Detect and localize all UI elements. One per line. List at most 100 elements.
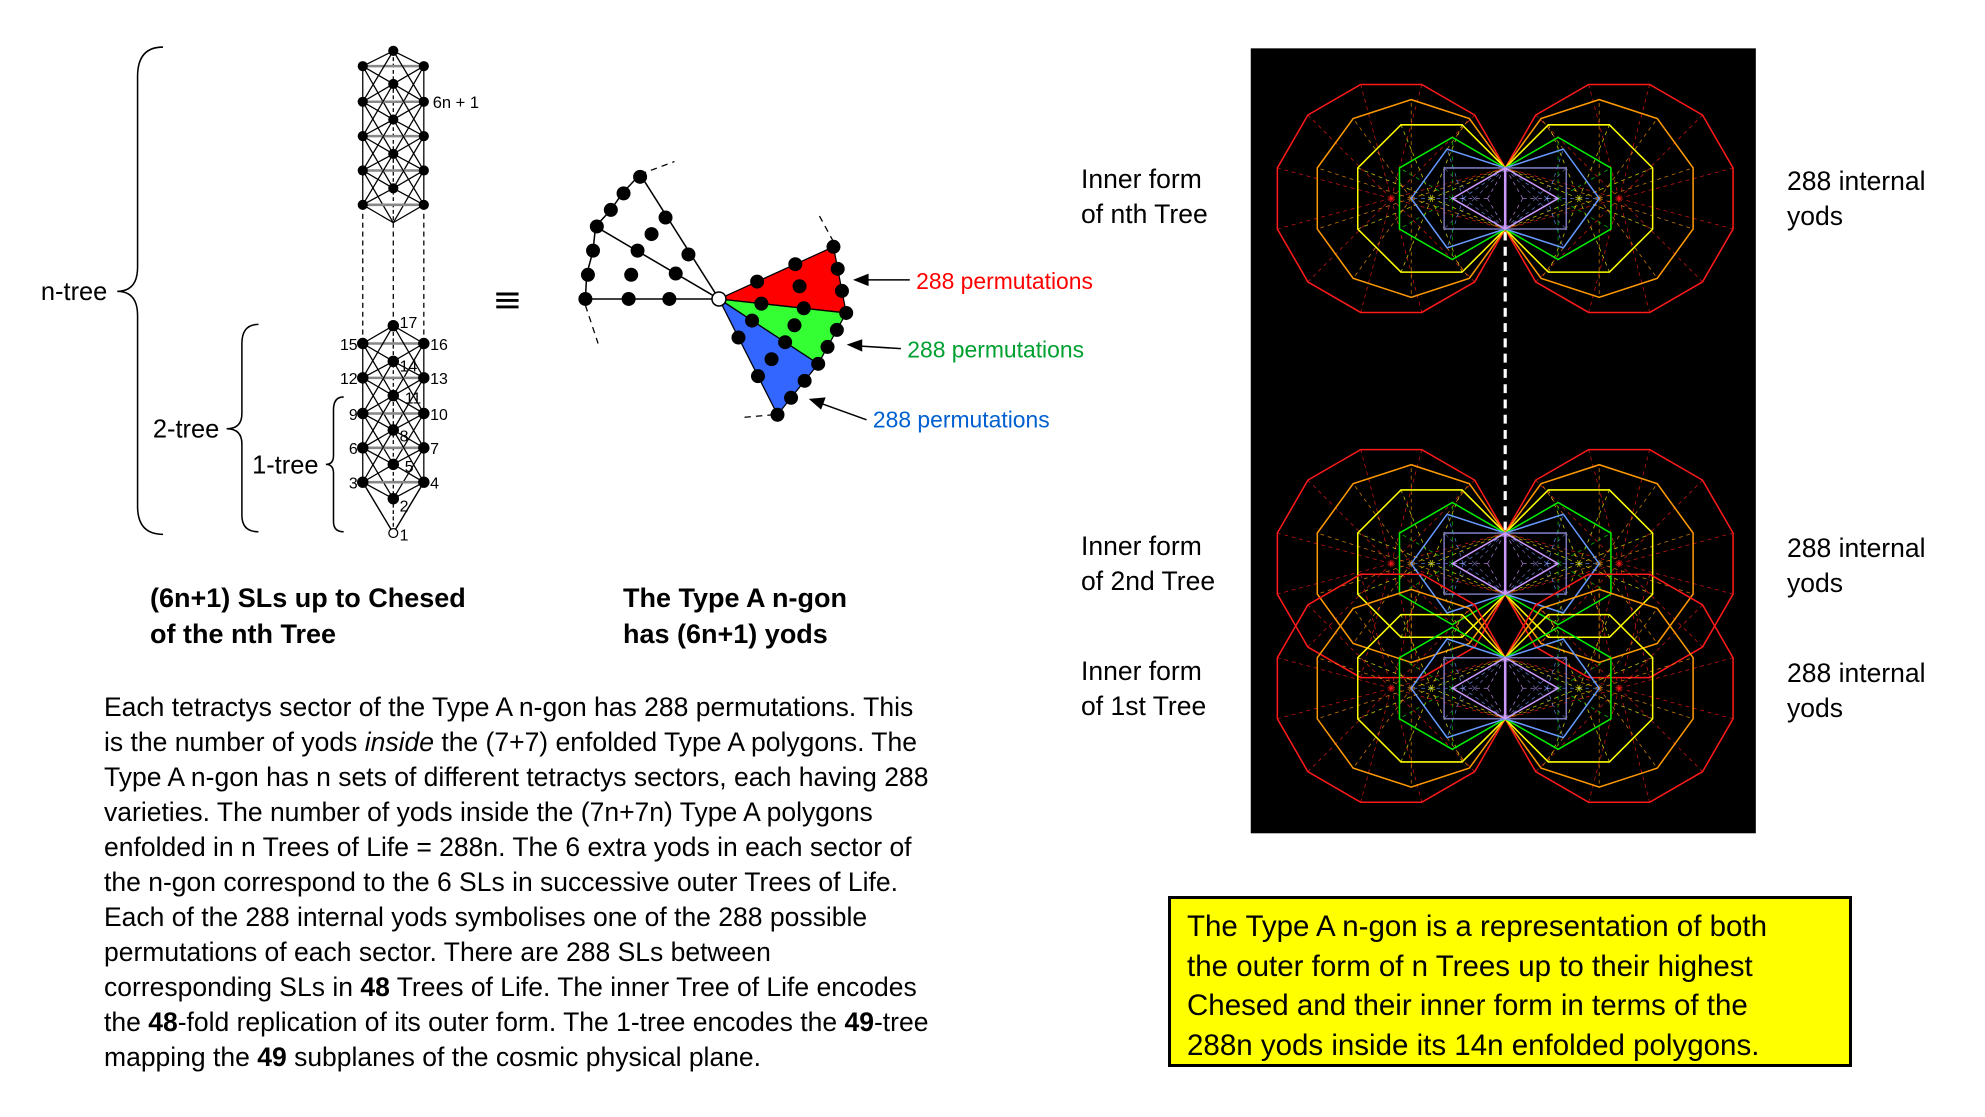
yod — [624, 267, 639, 282]
paragraph-text: 49 — [844, 1007, 874, 1037]
note-line: The Type A n-gon is a representation of … — [1187, 910, 1768, 943]
sector-edge — [639, 173, 720, 300]
polygon-spoke — [1317, 198, 1412, 230]
tree-edge — [362, 50, 394, 103]
sephirah-node — [357, 96, 368, 107]
polygon-spoke — [1400, 124, 1432, 199]
polygon-spoke — [1578, 198, 1653, 230]
summary-note-box: The Type A n-gon is a representation of … — [1168, 896, 1852, 1067]
yod — [770, 407, 785, 422]
node-number: 17 — [400, 315, 418, 332]
paragraph-text: subplanes of the cosmic physical plane. — [286, 1042, 762, 1072]
tree-edge — [392, 153, 425, 172]
polygon-spoke — [1505, 198, 1580, 230]
polygon-spoke — [1578, 657, 1653, 689]
polygon-spoke — [1400, 489, 1432, 564]
tree-of-life-nodes — [357, 45, 430, 539]
polygon-spoke — [1431, 563, 1506, 595]
polygon-spoke — [1352, 483, 1412, 564]
tree-caption-line: (6n+1) SLs up to Chesed — [150, 583, 466, 613]
yod — [644, 227, 659, 242]
polygon-10-gon — [1316, 588, 1506, 788]
label-line: of 1st Tree — [1081, 691, 1207, 721]
tree-edge — [392, 204, 425, 224]
polygon-spoke — [1431, 167, 1506, 199]
label-line: of 2nd Tree — [1081, 566, 1216, 596]
polygon-spoke — [1357, 563, 1432, 595]
tree-edge — [393, 50, 425, 67]
ngon-caption-line: The Type A n-gon — [623, 583, 847, 613]
polygon-12-gon — [1276, 573, 1506, 804]
paragraph-text: the — [104, 1007, 149, 1037]
tree-edge — [362, 153, 394, 206]
polygon-spoke — [1487, 688, 1506, 719]
tree-edge — [392, 481, 425, 500]
paragraph-line: Type A n-gon has n sets of different tet… — [104, 760, 928, 795]
yod — [580, 267, 595, 282]
polygon-spoke — [1400, 563, 1432, 638]
polygon-spoke — [1546, 563, 1564, 614]
yod — [787, 318, 802, 333]
yod — [830, 261, 845, 276]
polygon-spoke — [1548, 198, 1580, 273]
tree-edge — [362, 50, 394, 67]
label-line: yods — [1787, 568, 1843, 598]
polygon-8-gon — [1356, 124, 1506, 273]
polygon-spoke — [1352, 198, 1412, 279]
tree-edge — [392, 360, 425, 379]
polygon-spoke — [1504, 563, 1548, 595]
yod — [788, 257, 803, 272]
2-tree-brace — [226, 323, 259, 533]
1-tree-label: 1-tree — [252, 451, 318, 479]
polygon-spoke — [1487, 532, 1506, 564]
polygon-spoke — [1446, 638, 1464, 689]
polygon-spoke — [1317, 687, 1412, 720]
polygon-spoke — [1546, 148, 1564, 199]
polygon-spoke — [1504, 532, 1524, 564]
polygon-spoke — [1352, 688, 1412, 769]
inner-form-nth-label: Inner form of nth Tree — [1081, 162, 1208, 232]
label-line: yods — [1787, 693, 1843, 723]
yod — [603, 202, 618, 217]
yod — [797, 373, 812, 388]
paragraph-line: Each tetractys sector of the Type A n-go… — [104, 690, 928, 725]
yod — [839, 305, 854, 320]
paragraph-line: the 48-fold replication of its outer for… — [104, 1005, 928, 1040]
sephirah-node — [418, 96, 429, 107]
tree-edge — [362, 65, 394, 85]
sector-edge — [595, 225, 720, 300]
yod — [630, 243, 645, 258]
tree-edge — [392, 395, 425, 415]
sephirah-node-11 — [387, 389, 400, 402]
tree-edge — [392, 83, 425, 137]
center-yod — [711, 291, 727, 307]
sephirah-node-7 — [418, 442, 430, 454]
sephirah-node-16 — [418, 337, 430, 350]
polygon-spoke — [1599, 167, 1694, 199]
polygon-spoke — [1357, 167, 1432, 199]
polygon-8-gon — [1504, 613, 1654, 763]
sephirah-node — [418, 199, 429, 210]
polygon-spoke — [1504, 687, 1548, 720]
polygon-spoke — [1446, 198, 1464, 248]
tree-edge — [362, 204, 394, 224]
polygon-spoke — [1487, 657, 1506, 689]
yod — [784, 390, 799, 405]
sephirah-node — [357, 199, 368, 210]
yod — [834, 283, 849, 298]
polygon-spoke — [1431, 489, 1463, 564]
polygon-10-gon — [1504, 588, 1694, 788]
tree-edge — [362, 463, 394, 483]
polygon-spoke — [1578, 563, 1610, 638]
node-number: 14 — [400, 358, 418, 375]
polygon-8-gon — [1356, 613, 1506, 763]
polygon-spoke — [1462, 563, 1506, 595]
polygon-spoke — [1317, 563, 1412, 595]
type-a-ngon-sectors — [578, 160, 854, 422]
node-number: 2 — [400, 498, 409, 515]
polygon-spoke — [1462, 167, 1506, 199]
inner-form-2nd-label: Inner form of 2nd Tree — [1081, 529, 1215, 599]
label-line: 288 internal — [1787, 658, 1926, 688]
yod — [616, 186, 631, 201]
